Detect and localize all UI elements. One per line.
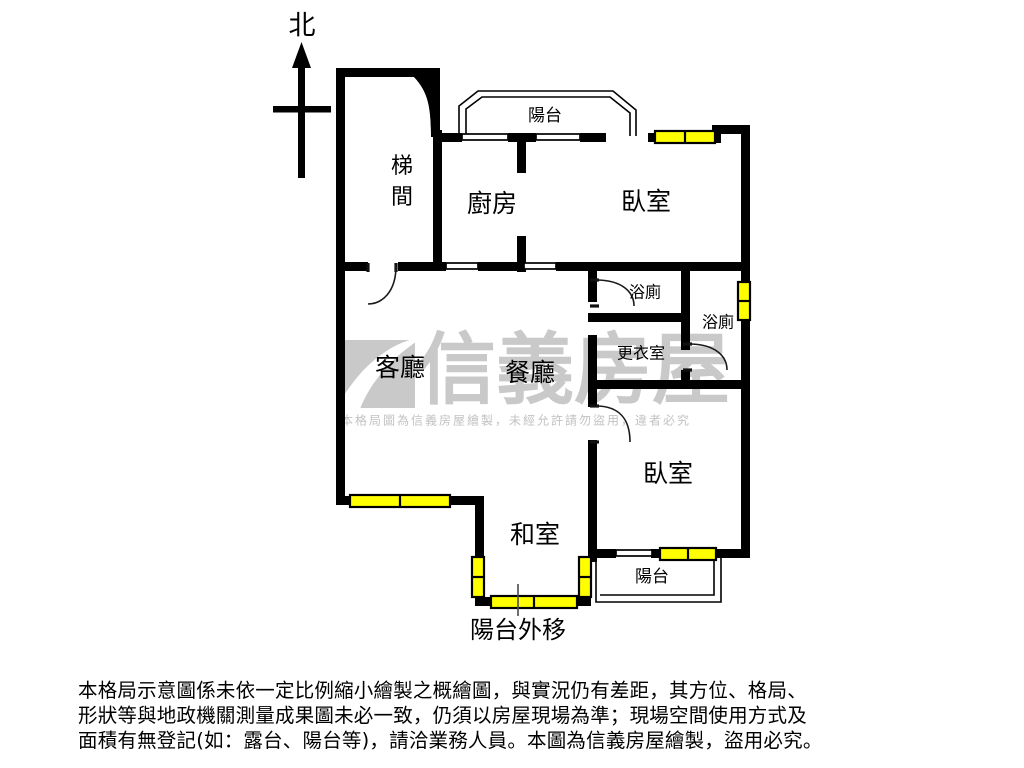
balcony-north-outline	[458, 90, 637, 136]
compass-crossbar	[273, 106, 331, 113]
windows	[348, 129, 752, 610]
balcony-south-outline	[595, 557, 722, 603]
wall-closet-east-b	[681, 370, 690, 388]
wall-stairwell-curve-b	[414, 71, 440, 137]
wall-stairwell-kitchen	[433, 130, 442, 268]
room-label-tatami-room: 和室	[510, 520, 560, 549]
wall-mid-horizontal-a	[336, 262, 368, 271]
wall-notch-horizontal	[712, 125, 750, 134]
wall-mid-horizontal-d	[556, 262, 594, 271]
wall-balcony-south-c	[712, 549, 750, 558]
wall-balcony-south-b	[651, 549, 663, 558]
wall-right-bath-b	[741, 316, 750, 384]
disclaimer-line-3: 面積有無登記(如：露台、陽台等)，請洽業務人員。本圖為信義房屋繪製，盜用必究。	[78, 729, 823, 752]
wall-tatami-south-a	[475, 597, 501, 606]
disclaimer-line-1: 本格局示意圖係未依一定比例縮小繪製之概繪圖，與實況仍有差距，其方位、格局、	[78, 679, 807, 702]
room-label-kitchen: 廚房	[467, 189, 517, 218]
room-label-balcony-north: 陽台	[528, 106, 562, 126]
wall-mid-horizontal-b	[398, 262, 446, 271]
door-closet	[683, 342, 728, 372]
watermark-logo-swoosh	[336, 337, 424, 409]
watermark-notice: 本格局圖為信義房屋繪製，未經允許請勿盜用，違者必究	[341, 413, 691, 428]
wall-kitchen-north-c	[580, 133, 606, 142]
window-bathroom-east	[736, 280, 752, 322]
slide-panel-balcony-north-b	[535, 133, 581, 141]
wall-tatami-west-upper	[475, 496, 484, 558]
wall-kitchen-north-a	[442, 133, 462, 142]
door-bathroom-inner	[590, 278, 635, 308]
slide-panel-balcony-north-a	[461, 133, 509, 141]
window-bedroom-south	[658, 546, 718, 562]
wall-spine-c	[588, 440, 597, 562]
sliding-doors	[445, 133, 653, 557]
room-label-bathroom-east: 浴廁	[702, 313, 734, 332]
watermark-brand: 信義房屋	[418, 325, 730, 415]
window-living-south	[348, 493, 452, 509]
window-bedroom-north	[653, 129, 717, 145]
room-label-bedroom-north: 臥室	[621, 187, 671, 216]
wall-living-south-b	[440, 496, 484, 505]
wall-bath-inner-east	[681, 267, 690, 322]
window-tatami-west	[470, 555, 486, 599]
wall-closet-south	[588, 380, 748, 389]
wall-spine-a	[588, 262, 597, 302]
room-label-balcony-south: 陽台	[635, 567, 669, 587]
wall-closet-east-a	[681, 322, 690, 350]
hinged-doors	[366, 263, 728, 444]
wall-bedroom-bath-divide	[594, 262, 744, 271]
wall-spine-b	[588, 335, 597, 407]
room-label-living-room: 客廳	[375, 353, 425, 382]
wall-structure	[336, 68, 750, 606]
compass-arrowhead	[292, 42, 311, 68]
room-label-bedroom-south: 臥室	[643, 459, 693, 488]
window-tatami-east	[577, 555, 593, 599]
wall-kitchen-partition-lower	[517, 236, 526, 272]
door-bedroom-south	[590, 404, 631, 444]
wall-stairwell-top	[336, 68, 440, 77]
room-label-dining-room: 餐廳	[505, 358, 555, 387]
wall-mid-horizontal-c	[478, 262, 524, 271]
wall-right-upper	[741, 125, 750, 267]
wall-balcony-south-a	[594, 549, 616, 558]
door-stairwell	[366, 263, 398, 305]
room-label-stairwell-line2: 間	[391, 185, 413, 210]
wall-left-lower	[336, 262, 345, 505]
room-label-stairwell-line1: 梯	[391, 154, 413, 179]
wall-bath-inner-south	[588, 313, 682, 322]
north-label: 北	[289, 11, 316, 42]
window-tatami-south	[489, 594, 579, 610]
watermark: 信義房屋 本格局圖為信義房屋繪製，未經允許請勿盜用，違者必究	[336, 325, 730, 428]
room-label-bathroom-inner: 浴廁	[629, 283, 661, 302]
compass-needle	[298, 56, 305, 178]
room-labels: 梯 間 廚房 臥室 陽台 浴廁 浴廁 更衣室 客廳 餐廳 臥室 和室 陽台	[375, 106, 734, 587]
disclaimer-text: 本格局示意圖係未依一定比例縮小繪製之概繪圖，與實況仍有差距，其方位、格局、 形狀…	[78, 678, 946, 753]
annotation-balcony-extension: 陽台外移	[470, 616, 566, 644]
wall-living-south-a	[336, 496, 358, 505]
north-compass: 北	[273, 11, 331, 178]
disclaimer-line-2: 形狀等與地政機關測量成果圖未必一致，仍須以房屋現場為準；現場空間使用方式及	[78, 704, 807, 727]
wall-kitchen-partition-upper	[517, 133, 526, 173]
slide-panel-kitchen-a	[445, 262, 479, 270]
wall-right-lower	[741, 380, 750, 558]
slide-panel-kitchen-b	[523, 262, 557, 270]
room-label-closet: 更衣室	[617, 344, 665, 363]
wall-left-upper	[336, 68, 345, 268]
wall-right-bath-a	[741, 267, 750, 285]
slide-panel-balcony-south	[615, 549, 653, 557]
